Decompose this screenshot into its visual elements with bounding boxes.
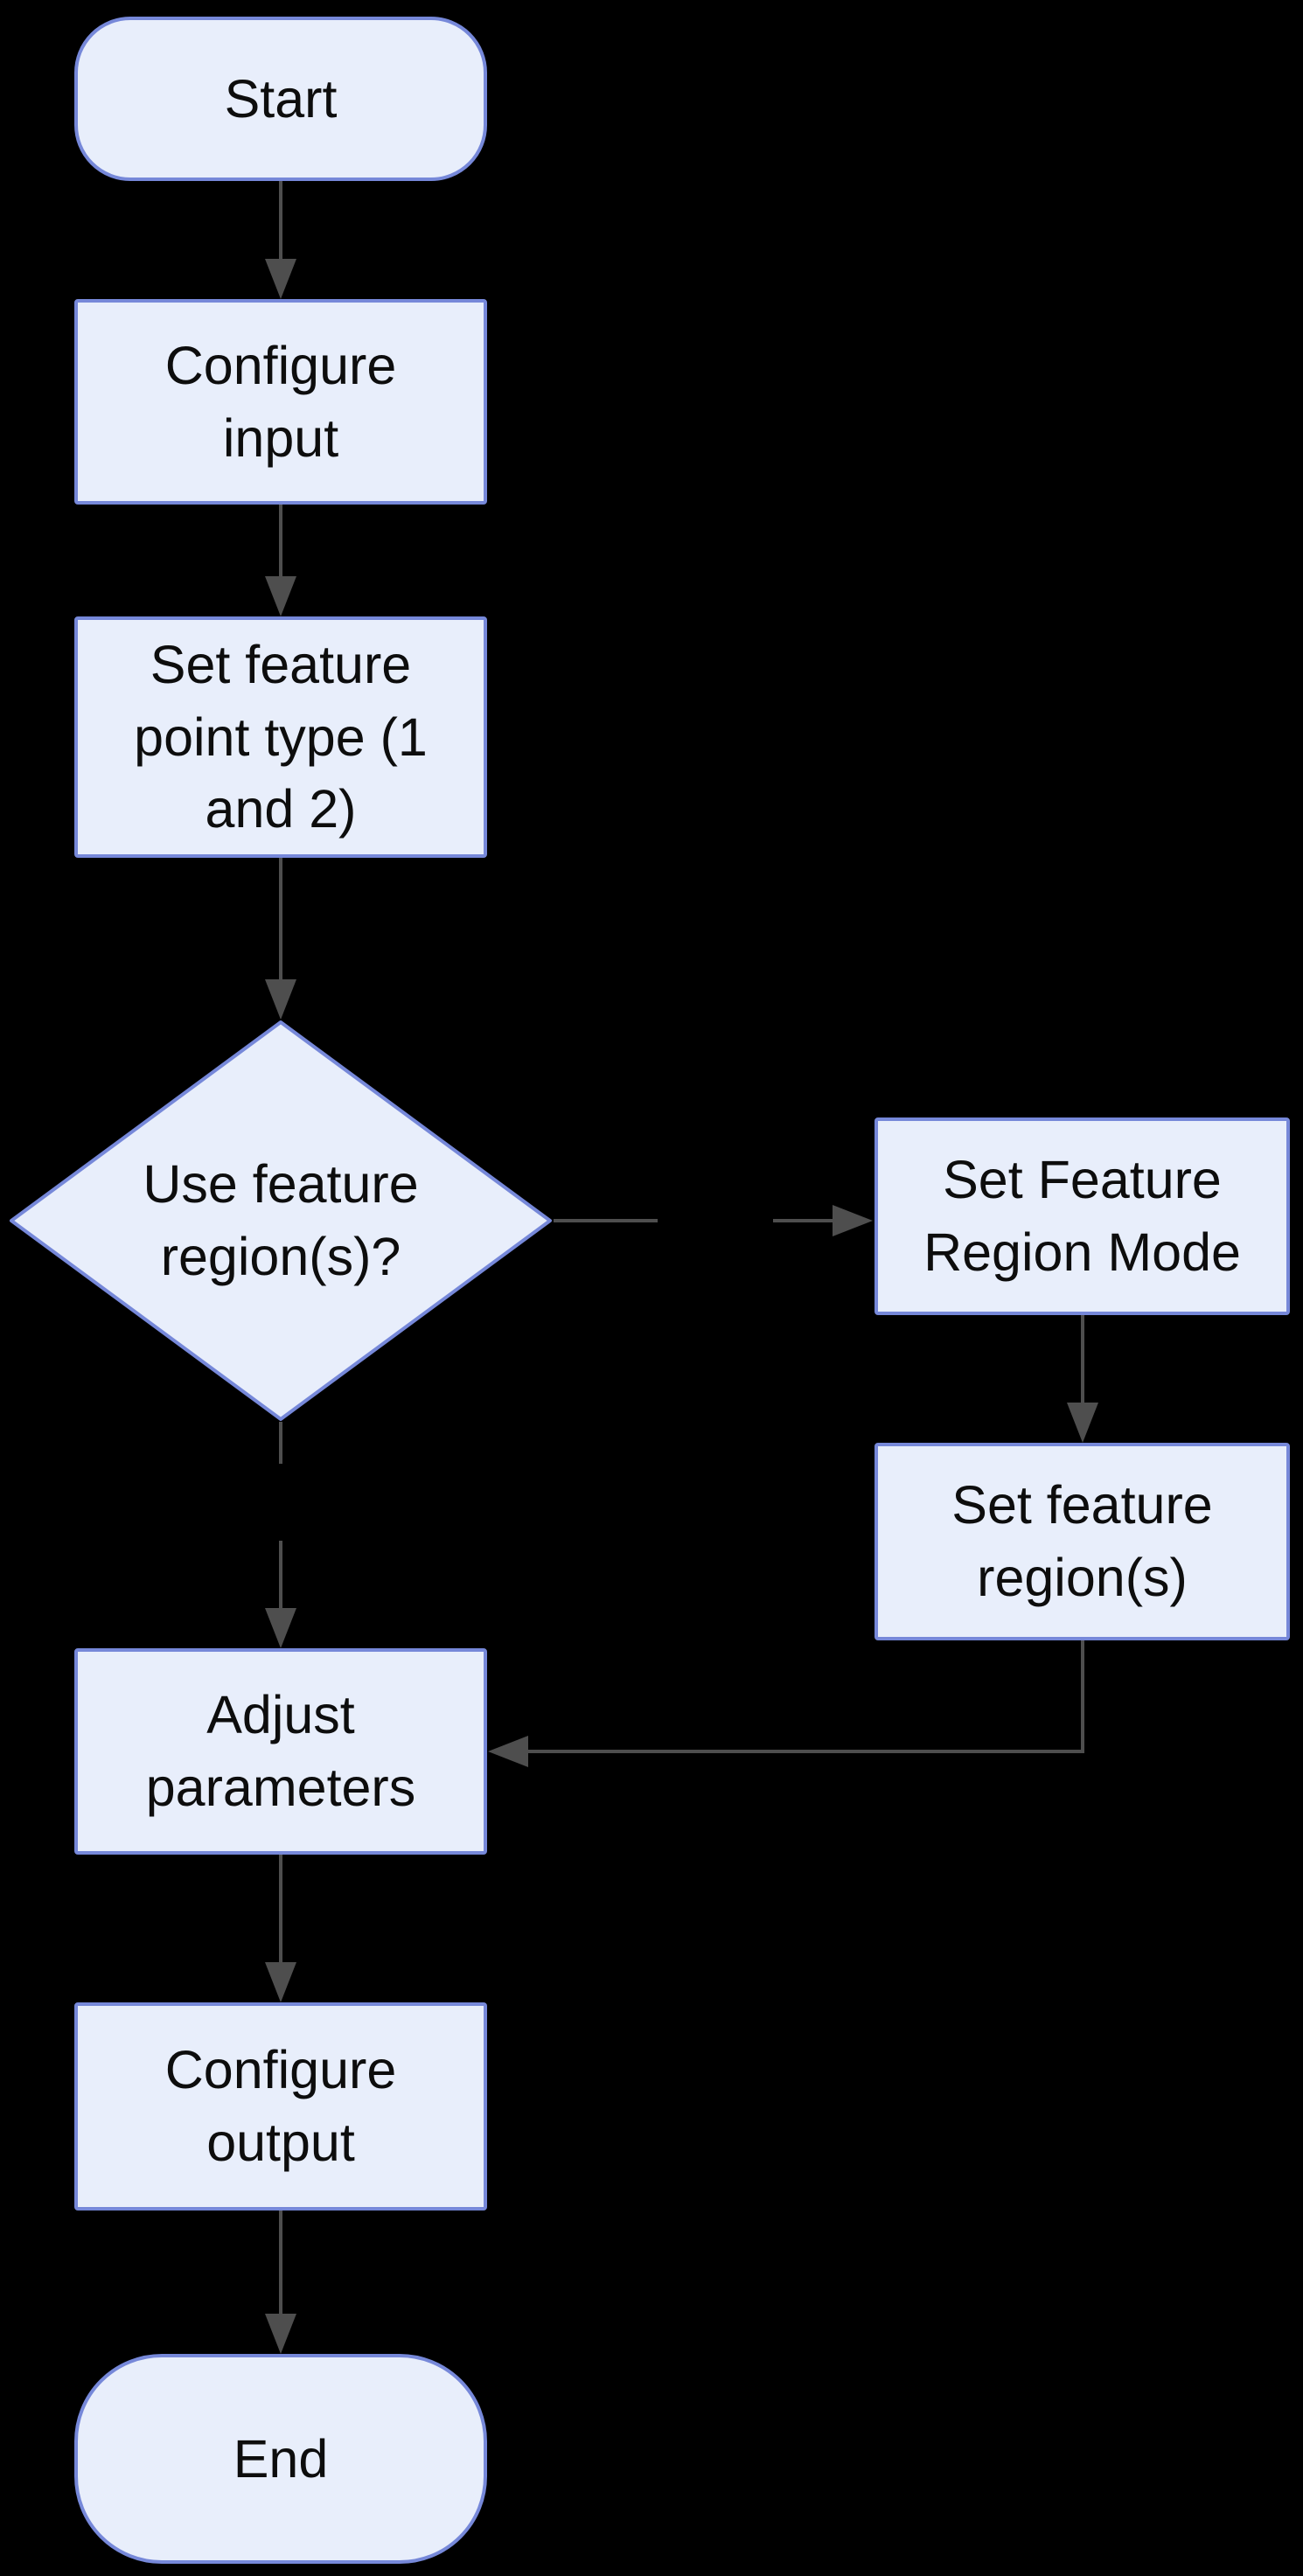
node-adjust-parameters-label: Adjust parameters bbox=[145, 1685, 416, 1817]
node-set-feature-regions-label: Set feature region(s) bbox=[951, 1475, 1213, 1607]
node-set-feature-point-type-label: Set feature point type (1 and 2) bbox=[134, 634, 428, 839]
arrowhead-set-feature-region-mode-to-set-feature-regions bbox=[1067, 1403, 1098, 1443]
edge-adjust-parameters-to-configure-output bbox=[279, 1855, 282, 1964]
edge-decision-to-adjust-parameters-segment1 bbox=[279, 1422, 282, 1464]
edge-decision-to-set-feature-region-mode-segment2 bbox=[773, 1219, 834, 1222]
node-configure-output-label: Configure output bbox=[164, 2040, 397, 2172]
node-adjust-parameters: Adjust parameters bbox=[74, 1648, 487, 1855]
edge-decision-to-adjust-parameters-segment2 bbox=[279, 1541, 282, 1610]
node-set-feature-region-mode-label: Set Feature Region Mode bbox=[923, 1150, 1241, 1282]
node-configure-input: Configure input bbox=[74, 299, 487, 505]
node-start-label: Start bbox=[224, 68, 338, 129]
node-end-label: End bbox=[233, 2428, 329, 2489]
edge-configure-output-to-end bbox=[279, 2210, 282, 2315]
node-configure-input-label: Configure input bbox=[164, 335, 397, 468]
edge-set-feature-regions-to-adjust-parameters-vertical bbox=[1081, 1640, 1084, 1753]
edge-set-feature-regions-to-adjust-parameters-horizontal bbox=[526, 1750, 1084, 1753]
arrowhead-adjust-parameters-to-configure-output bbox=[265, 1962, 296, 2002]
arrowhead-decision-to-set-feature-region-mode bbox=[833, 1205, 873, 1236]
edge-set-feature-point-type-to-decision bbox=[279, 858, 282, 981]
arrowhead-configure-output-to-end bbox=[265, 2314, 296, 2354]
edge-configure-input-to-set-feature-point-type bbox=[279, 505, 282, 578]
decision-diamond-shape bbox=[10, 1020, 552, 1421]
node-end: End bbox=[74, 2354, 487, 2564]
arrowhead-start-to-configure-input bbox=[265, 259, 296, 299]
arrowhead-configure-input-to-set-feature-point-type bbox=[265, 576, 296, 616]
node-set-feature-regions: Set feature region(s) bbox=[874, 1443, 1290, 1640]
node-use-feature-regions-label: Use feature region(s)? bbox=[143, 1154, 419, 1286]
arrowhead-set-feature-regions-to-adjust-parameters bbox=[488, 1736, 528, 1767]
edge-decision-to-set-feature-region-mode-segment1 bbox=[554, 1219, 658, 1222]
edge-set-feature-region-mode-to-set-feature-regions bbox=[1081, 1315, 1084, 1404]
node-set-feature-point-type: Set feature point type (1 and 2) bbox=[74, 616, 487, 858]
node-use-feature-regions-decision: Use feature region(s)? bbox=[8, 1020, 554, 1422]
node-set-feature-region-mode: Set Feature Region Mode bbox=[874, 1117, 1290, 1315]
arrowhead-decision-to-adjust-parameters bbox=[265, 1608, 296, 1648]
node-start: Start bbox=[74, 17, 487, 181]
arrowhead-set-feature-point-type-to-decision bbox=[265, 979, 296, 1020]
edge-start-to-configure-input bbox=[279, 181, 282, 261]
node-configure-output: Configure output bbox=[74, 2002, 487, 2210]
